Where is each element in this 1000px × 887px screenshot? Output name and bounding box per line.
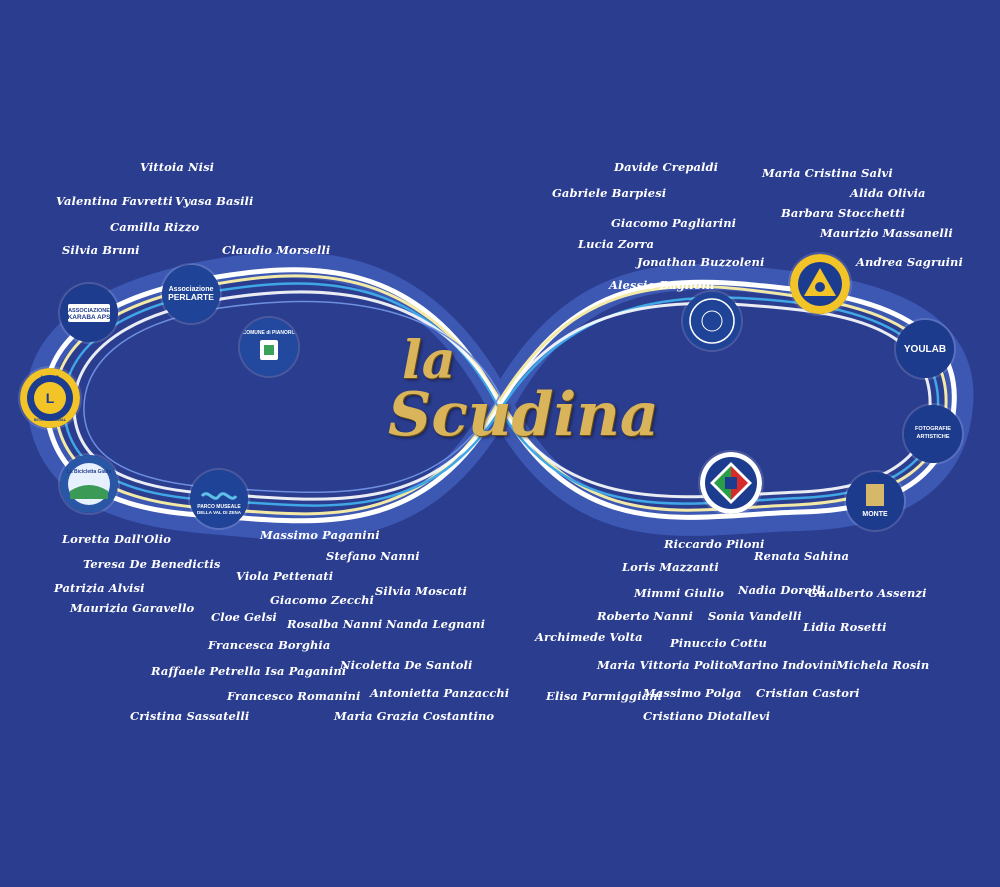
name-label: Alida Olivia — [850, 186, 926, 200]
name-label: Silvia Bruni — [62, 243, 140, 257]
name-label: Silvia Moscati — [375, 584, 467, 598]
polizia-logo — [700, 452, 762, 514]
name-label: Giacomo Pagliarini — [611, 216, 737, 230]
bicicletta-line1: La Bicicletta Gialla — [67, 469, 112, 475]
monte-line1: MONTE — [862, 511, 888, 518]
name-label: Roberto Nanni — [597, 609, 693, 623]
perlarte-logo: Associazione PERLARTE — [162, 265, 220, 323]
name-label: Nicoletta De Santoli — [340, 658, 473, 672]
monte-logo: MONTE — [846, 472, 904, 530]
name-label: Viola Pettenati — [236, 569, 334, 583]
name-label: Giacomo Zecchi — [270, 593, 375, 607]
name-label: Vittoia Nisi — [140, 160, 215, 174]
parco-line1: PARCO MUSEALE — [197, 504, 241, 510]
name-label: Michela Rosin — [836, 658, 930, 672]
perlarte-line2: PERLARTE — [168, 292, 214, 302]
name-label: Sonia Vandelli — [708, 609, 802, 623]
name-label: Archimede Volta — [535, 630, 643, 644]
sicurezza-logo — [790, 254, 850, 314]
youlab-logo: YOULAB — [896, 320, 954, 378]
name-label: Maria Vittoria Polito — [597, 658, 733, 672]
name-label: Pinuccio Cottu — [670, 636, 767, 650]
brand-line2: Scudina — [388, 380, 659, 450]
right-seal-logo — [683, 292, 741, 350]
pianoro-logo: COMUNE di PIANORO — [240, 318, 298, 376]
name-label: Patrizia Alvisi — [54, 581, 145, 595]
name-label: Massimo Polga — [643, 686, 742, 700]
foto-line2: ARTISTICHE — [917, 434, 950, 440]
name-label: Teresa De Benedictis — [83, 557, 221, 571]
name-label: Nadia Dorelli — [738, 583, 826, 597]
name-label: Loretta Dall'Olio — [62, 532, 172, 546]
name-label: Cloe Gelsi — [211, 610, 277, 624]
name-label: Isa Paganini — [265, 664, 347, 678]
name-label: Francesca Borghia — [208, 638, 331, 652]
svg-text:L: L — [46, 390, 55, 406]
youlab-line1: YOULAB — [904, 344, 946, 355]
name-label: Davide Crepaldi — [614, 160, 719, 174]
name-label: Lucia Zorra — [578, 237, 655, 251]
name-label: Maurizia Garavello — [70, 601, 195, 615]
name-label: Cristian Castori — [756, 686, 860, 700]
name-label: Cristina Sassatelli — [130, 709, 250, 723]
name-label: Antonietta Panzacchi — [370, 686, 510, 700]
name-label: Cristiano Diotallevi — [643, 709, 771, 723]
name-label: Jonathan Buzzoleni — [637, 255, 765, 269]
name-label: Renata Sahina — [754, 549, 850, 563]
name-label: Elisa Parmiggiani — [546, 689, 663, 703]
name-label: Mimmi Giulio — [634, 586, 724, 600]
name-label: Francesco Romanini — [227, 689, 361, 703]
brand-line1: la — [402, 330, 456, 391]
name-label: Stefano Nanni — [326, 549, 420, 563]
name-label: Maurizio Massanelli — [820, 226, 953, 240]
foto-line1: FOTOGRAFIE — [915, 426, 951, 432]
name-label: Massimo Paganini — [260, 528, 380, 542]
name-label: Rosalba Nanni — [287, 617, 383, 631]
karaba-logo: ASSOCIAZIONE KARABA APS — [60, 284, 118, 342]
name-label: Riccardo Piloni — [664, 537, 765, 551]
name-label: Valentina Favretti — [56, 194, 173, 208]
name-label: Claudio Morselli — [222, 243, 331, 257]
name-label: Andrea Sagruini — [856, 255, 963, 269]
name-label: Gabriele Barpiesi — [552, 186, 667, 200]
karaba-line2: KARABA APS — [68, 314, 112, 321]
name-label: Maria Cristina Salvi — [762, 166, 893, 180]
lions-logo: L LIONS INTERNATIONAL — [20, 368, 80, 428]
la-scudina-logo: la Scudina — [370, 318, 659, 498]
lions-line1: LIONS — [41, 376, 59, 382]
name-label: Nanda Legnani — [386, 617, 486, 631]
name-label: Raffaele Petrella — [151, 664, 261, 678]
name-label: Loris Mazzanti — [622, 560, 719, 574]
name-label: Gualberto Assenzi — [808, 586, 927, 600]
lions-line2: INTERNATIONAL — [34, 417, 67, 422]
name-label: Maria Grazia Costantino — [334, 709, 495, 723]
name-label: Camilla Rizzo — [110, 220, 200, 234]
fotografie-logo: FOTOGRAFIE ARTISTICHE — [904, 405, 962, 463]
bicicletta-gialla-logo: La Bicicletta Gialla — [60, 455, 118, 513]
pianoro-line1: COMUNE di PIANORO — [243, 330, 296, 336]
karaba-line1: ASSOCIAZIONE — [68, 308, 110, 314]
name-label: Lidia Rosetti — [803, 620, 887, 634]
name-label: Marino Indovini — [731, 658, 837, 672]
name-label: Vyasa Basili — [175, 194, 254, 208]
parco-line2: DELLA VAL DI ZENA — [197, 510, 242, 515]
parco-museale-logo: PARCO MUSEALE DELLA VAL DI ZENA — [190, 470, 248, 528]
name-label: Alessio Baglioni — [609, 278, 715, 292]
name-label: Barbara Stocchetti — [781, 206, 905, 220]
perlarte-line1: Associazione — [169, 286, 214, 293]
